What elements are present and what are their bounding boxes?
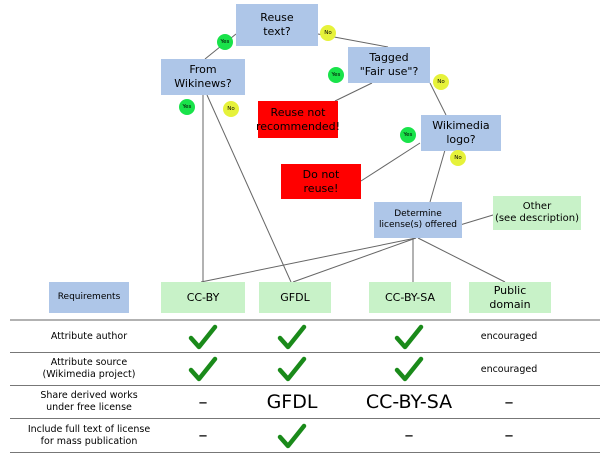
checkmark-icon bbox=[364, 353, 454, 385]
checkmark-icon bbox=[247, 321, 337, 352]
requirements-header-label: Requirements bbox=[57, 291, 121, 302]
yes-badge-logo: Yes bbox=[400, 127, 416, 143]
row-divider bbox=[10, 452, 600, 453]
row-divider bbox=[10, 352, 600, 353]
checkmark-icon bbox=[247, 419, 337, 452]
reuse-text-label: Reuse text? bbox=[260, 11, 294, 38]
yes-badge-reuse: Yes bbox=[217, 34, 233, 50]
requirement-label: Attribute author bbox=[50, 330, 128, 342]
yes-badge-wikinews: Yes bbox=[179, 99, 195, 115]
license-header-cc-by: CC-BY bbox=[161, 282, 245, 313]
license-header-cc-by-sa: CC-BY-SA bbox=[369, 282, 451, 313]
checkmark-icon bbox=[247, 353, 337, 385]
row-divider bbox=[10, 385, 600, 386]
license-header-public-domain: Public domain bbox=[469, 282, 551, 313]
requirement-label: Include full text of license for mass pu… bbox=[27, 423, 151, 447]
determine-licenses-label: Determine license(s) offered bbox=[379, 208, 457, 230]
no-badge-reuse: No bbox=[320, 25, 336, 41]
do-not-reuse-label: Do not reuse! bbox=[302, 167, 340, 195]
reuse-text-decision: Reuse text? bbox=[236, 4, 318, 46]
other-license-box: Other (see description) bbox=[493, 196, 581, 230]
reuse-not-recommended-box: Reuse not recommended! bbox=[255, 101, 341, 138]
not-required-dash: – bbox=[504, 425, 514, 446]
wikimedia-logo-decision: Wikimedia logo? bbox=[421, 115, 501, 151]
row-divider bbox=[10, 418, 600, 419]
determine-licenses-box: Determine license(s) offered bbox=[374, 202, 462, 238]
checkmark-icon bbox=[158, 353, 248, 385]
do-not-reuse-box: Do not reuse! bbox=[281, 164, 361, 199]
encouraged-note: encouraged bbox=[480, 363, 538, 375]
from-wikinews-decision: From Wikinews? bbox=[161, 59, 245, 95]
other-license-label: Other (see description) bbox=[494, 200, 580, 225]
tagged-fair-use-decision: Tagged "Fair use"? bbox=[348, 47, 430, 83]
checkmark-icon bbox=[158, 321, 248, 352]
requirement-label: Share derived works under free license bbox=[40, 390, 138, 413]
checkmark-icon bbox=[364, 321, 454, 352]
license-requirement-text: CC-BY-SA bbox=[365, 391, 453, 413]
no-badge-wikinews: No bbox=[223, 101, 239, 117]
not-required-dash: – bbox=[404, 425, 414, 446]
reuse-not-recommended-label: Reuse not recommended! bbox=[255, 105, 341, 133]
not-required-dash: – bbox=[198, 425, 208, 446]
tagged-fair-use-label: Tagged "Fair use"? bbox=[359, 51, 419, 78]
license-header-gfdl: GFDL bbox=[259, 282, 331, 313]
not-required-dash: – bbox=[198, 391, 208, 413]
no-badge-logo: No bbox=[450, 150, 466, 166]
yes-badge-fair-use: Yes bbox=[328, 67, 344, 83]
no-badge-fair-use: No bbox=[433, 74, 449, 90]
encouraged-note: encouraged bbox=[480, 331, 538, 342]
not-required-dash: – bbox=[504, 391, 514, 413]
license-requirement-text: GFDL bbox=[266, 391, 318, 413]
from-wikinews-label: From Wikinews? bbox=[174, 63, 232, 90]
wikimedia-logo-label: Wikimedia logo? bbox=[432, 119, 490, 146]
requirement-label: Attribute source (Wikimedia project) bbox=[42, 357, 136, 380]
requirements-header: Requirements bbox=[49, 282, 129, 313]
